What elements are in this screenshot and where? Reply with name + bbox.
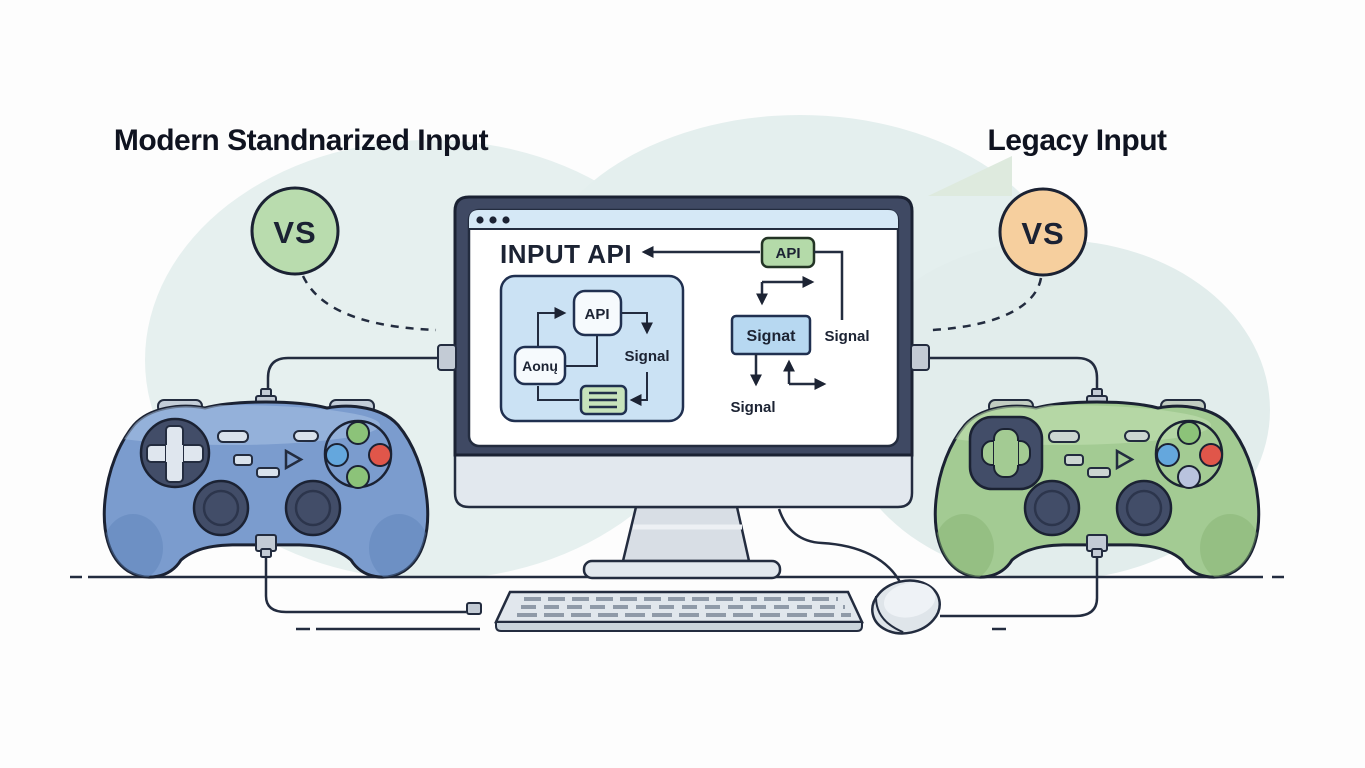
- vs-label-right: VS: [1021, 216, 1064, 251]
- select-button: [217, 430, 249, 443]
- dpad-clover-icon: [968, 415, 1044, 491]
- browser-window: INPUT API API Signat Signal Signal: [467, 208, 900, 448]
- analog-stick-left: [192, 479, 250, 537]
- button-right: [1199, 443, 1223, 467]
- button-left: [325, 443, 349, 467]
- button-left: [1156, 443, 1180, 467]
- panel-source-label: Aonų: [522, 358, 558, 374]
- input-panel: API Aonų Signal: [499, 274, 685, 423]
- signal-label-bottom: Signal: [730, 399, 775, 416]
- cable-right-controller-bottom: [940, 557, 1099, 618]
- signat-box: [730, 314, 812, 356]
- grip-shade: [104, 514, 163, 578]
- center-controls: [1048, 430, 1150, 478]
- button-top: [346, 421, 370, 445]
- monitor: INPUT API API Signat Signal Signal: [453, 195, 914, 580]
- mouse-crease: [875, 595, 904, 634]
- panel-arrow-to-signal: [622, 312, 653, 335]
- monitor-base: [582, 559, 782, 580]
- button-bottom: [346, 465, 370, 489]
- play-triangle-icon: [284, 448, 304, 471]
- bottom-connector-nub: [260, 548, 272, 558]
- keyboard-connector: [466, 602, 482, 615]
- play-triangle-icon: [1115, 448, 1135, 471]
- cable-left-controller-bottom: [264, 557, 466, 614]
- dpad-cross-icon: [139, 417, 211, 489]
- face-buttons: [1154, 419, 1224, 489]
- grip-shade: [935, 514, 994, 578]
- title-right: Legacy Input: [987, 124, 1167, 157]
- signat-box-label: Signat: [747, 328, 797, 345]
- vs-badge-left: VS: [250, 186, 340, 276]
- keyboard-front: [495, 621, 863, 632]
- select-button: [1048, 430, 1080, 443]
- dashed-connector-right: [931, 277, 1043, 332]
- vs-badge-right: VS: [998, 187, 1088, 277]
- small-button: [233, 454, 253, 466]
- keyboard-keys: [517, 597, 851, 617]
- api-chip-label: API: [775, 245, 800, 262]
- browser-bar: [469, 210, 898, 229]
- bottom-connector-nub: [1091, 548, 1103, 558]
- vs-label-left: VS: [273, 215, 316, 250]
- title-left: Modern Standnarized Input: [114, 124, 489, 157]
- gamepad-left: [102, 388, 430, 579]
- start-button: [1124, 430, 1150, 442]
- button-top: [1177, 421, 1201, 445]
- grip-shade: [1200, 514, 1259, 578]
- signal-label-right: Signal: [824, 328, 869, 345]
- monitor-plug-right: [910, 344, 930, 371]
- cable-left-controller-top: [266, 356, 438, 392]
- monitor-chin: [453, 453, 914, 509]
- window-dots-icon: [476, 216, 510, 224]
- cable-right-controller-top: [930, 356, 1099, 392]
- monitor-stand: [621, 505, 751, 563]
- panel-api-label: API: [584, 306, 609, 323]
- analog-stick-right: [1115, 479, 1173, 537]
- panel-arrow-to-menu: [629, 372, 648, 406]
- panel-signal-label: Signal: [624, 348, 669, 365]
- flow-diagram-right: Signat Signal Signal: [730, 250, 870, 416]
- panel-source-box: [513, 345, 567, 386]
- flow-line-chip-down: [814, 250, 844, 320]
- center-controls: [217, 430, 319, 478]
- mouse-cable: [777, 508, 903, 585]
- vs-circle-right: [998, 187, 1088, 277]
- screen-heading: INPUT API: [500, 239, 632, 269]
- dashed-connector-left: [301, 275, 437, 332]
- panel-line-source-menu: [537, 386, 579, 401]
- small-button: [1087, 467, 1111, 478]
- gamepad-right: [933, 388, 1261, 579]
- monitor-plug-left: [437, 344, 457, 371]
- small-button: [256, 467, 280, 478]
- panel-arrow-to-api: [537, 307, 567, 346]
- face-buttons: [323, 419, 393, 489]
- start-button: [293, 430, 319, 442]
- mouse: [871, 579, 941, 635]
- background-wedge: [928, 156, 1012, 196]
- api-chip: API: [760, 236, 816, 269]
- panel-line-api-source: [565, 336, 598, 367]
- menu-lines-icon: [579, 384, 628, 416]
- button-bottom: [1177, 465, 1201, 489]
- small-button: [1064, 454, 1084, 466]
- keyboard: [466, 590, 864, 632]
- analog-stick-right: [284, 479, 342, 537]
- analog-stick-left: [1023, 479, 1081, 537]
- button-right: [368, 443, 392, 467]
- vs-circle-left: [250, 186, 340, 276]
- panel-api-box: [572, 289, 623, 337]
- mouse-highlight: [883, 582, 936, 618]
